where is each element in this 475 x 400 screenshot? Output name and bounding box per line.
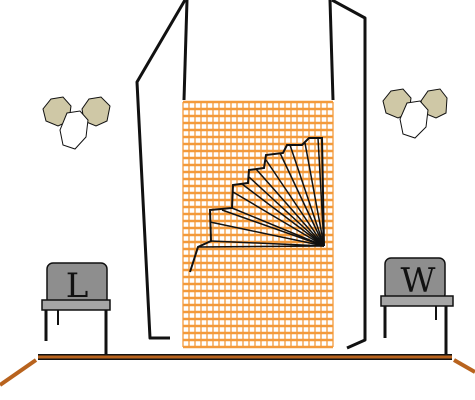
left-door-edge	[182, 0, 189, 101]
staircase-step-line	[197, 245, 325, 248]
right-chair-letter: W	[401, 261, 436, 301]
right-door-panel	[331, 0, 367, 350]
staircase-step-line	[231, 207, 325, 247]
left-chair-letter: L	[66, 266, 89, 306]
left-chair-seat	[41, 299, 111, 311]
floor-edge-left	[0, 358, 38, 387]
left-chair: L	[41, 262, 111, 355]
right-chair: W	[380, 257, 454, 354]
left-lamp-bulb-right	[81, 96, 111, 127]
staircase-step-line	[289, 144, 325, 247]
left-wall-lamp	[42, 96, 111, 150]
floor-edge-right	[453, 358, 475, 374]
door-panels	[135, 0, 367, 350]
left-door-panel	[135, 0, 187, 340]
staircase-step-line	[241, 183, 325, 247]
staircase-step-line	[248, 176, 325, 247]
staircase-step-line	[232, 191, 325, 247]
right-lamp-bulb-center	[399, 100, 429, 139]
right-door-edge	[328, 0, 335, 101]
staircase-step-line	[317, 137, 325, 247]
staircase-step-line	[210, 240, 325, 247]
right-chair-seat	[380, 295, 454, 307]
right-wall-lamp	[382, 88, 448, 139]
staircase-step-line	[255, 168, 325, 247]
left-lamp-bulb-center	[59, 110, 89, 150]
floor	[0, 354, 475, 387]
staircase-step-line	[304, 142, 325, 247]
staircase-drawing	[189, 137, 325, 273]
staircase-step-line	[209, 221, 325, 247]
staircase-step-line	[265, 159, 325, 247]
staircase-step-line	[279, 152, 325, 247]
staircase-step-line	[221, 209, 325, 247]
